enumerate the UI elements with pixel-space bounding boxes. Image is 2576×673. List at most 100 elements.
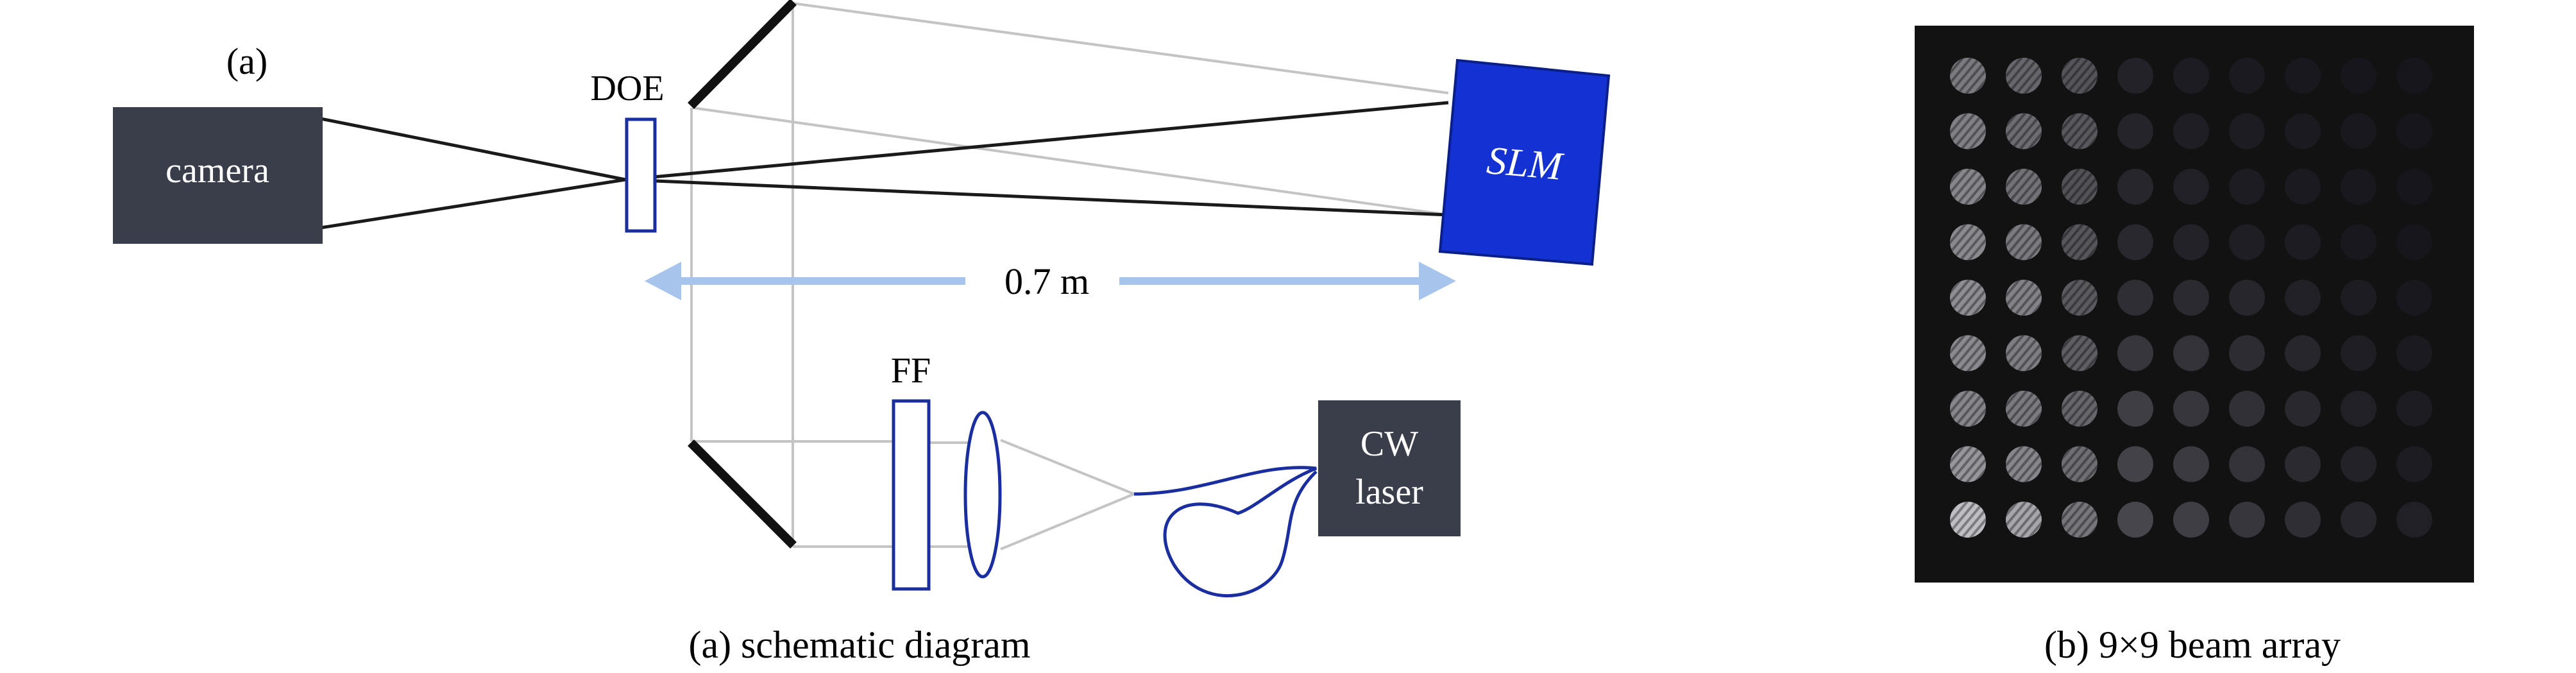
beam-spot-fringes <box>1950 502 1986 538</box>
beam-spot <box>2173 224 2209 260</box>
beam-spot-fringes <box>2006 58 2042 94</box>
beam-lens-to-focus-bottom <box>1000 493 1135 550</box>
beam-spot <box>2117 446 2153 482</box>
beam-spot-fringes <box>2062 391 2097 427</box>
distance-label: 0.7 m <box>1004 260 1089 302</box>
slm-box <box>1438 58 1611 266</box>
beam-spot-fringes <box>2062 502 2097 538</box>
distance-arrow-left-head <box>645 262 681 300</box>
beam-spot <box>2285 113 2321 149</box>
beam-spot <box>2229 169 2265 205</box>
beam-spot-fringes <box>1950 446 1986 482</box>
beam-spot <box>2117 169 2153 205</box>
beam-spot <box>2229 280 2265 316</box>
beam-spot <box>2117 335 2153 371</box>
beam-spot-fringes <box>1950 169 1986 205</box>
doe-label: DOE <box>590 69 664 108</box>
beam-lens-to-focus-top <box>1000 439 1135 495</box>
beam-spot <box>2341 113 2377 149</box>
beam-spot <box>2285 58 2321 94</box>
beam-spot <box>2229 224 2265 260</box>
beam-spot-fringes <box>2006 446 2042 482</box>
beam-spot <box>2396 169 2432 205</box>
ff-label: FF <box>891 351 931 391</box>
laser-label-line2: laser <box>1355 472 1423 512</box>
beam-spot <box>2285 391 2321 427</box>
beam-spot <box>2341 391 2377 427</box>
beam-spot <box>2341 224 2377 260</box>
beam-spot-fringes <box>1950 58 1986 94</box>
beam-spot <box>2341 502 2377 538</box>
beam-doe-to-slm-top <box>625 101 1449 182</box>
panel-a: (a) camera <box>113 0 1611 666</box>
beam-spot <box>2285 502 2321 538</box>
beam-spot-fringes <box>2062 446 2097 482</box>
beam-spot <box>2117 224 2153 260</box>
beam-spot-fringes <box>2062 280 2097 316</box>
beam-spot-fringes <box>2006 335 2042 371</box>
slm-label: SLM <box>1485 139 1566 189</box>
black-beam-paths <box>320 101 1449 230</box>
beam-spot <box>2229 391 2265 427</box>
beam-spot-fringes <box>2062 169 2097 205</box>
beam-spot <box>2117 502 2153 538</box>
beam-spot-fringes <box>1950 280 1986 316</box>
beam-spot <box>2285 169 2321 205</box>
panel-b-caption: (b) 9×9 beam array <box>2044 624 2341 666</box>
beam-spot-fringes <box>2006 169 2042 205</box>
beam-spot-fringes <box>2062 113 2097 149</box>
laser-box <box>1318 400 1461 536</box>
panel-a-caption: (a) schematic diagram <box>688 624 1030 666</box>
beam-spot-fringes <box>2062 224 2097 260</box>
beam-spot <box>2396 224 2432 260</box>
beam-spot-fringes <box>2006 502 2042 538</box>
beam-spot <box>2229 113 2265 149</box>
beam-spot <box>2396 446 2432 482</box>
beam-spot <box>2117 391 2153 427</box>
beam-spot <box>2173 335 2209 371</box>
beam-spot <box>2229 446 2265 482</box>
beam-spot <box>2117 113 2153 149</box>
beam-spot <box>2396 502 2432 538</box>
distance-arrow-right-head <box>1419 262 1456 300</box>
beam-spot-fringes <box>2006 113 2042 149</box>
beam-spot <box>2173 446 2209 482</box>
beam-spot <box>2341 58 2377 94</box>
top-mirror <box>688 0 797 109</box>
beam-spot <box>2285 335 2321 371</box>
camera-label: camera <box>165 151 269 191</box>
camera: camera <box>113 107 323 244</box>
beam-spot <box>2396 113 2432 149</box>
beam-spot <box>2173 113 2209 149</box>
beam-spot <box>2229 335 2265 371</box>
slm: SLM <box>1438 58 1611 266</box>
beam-spot <box>2341 446 2377 482</box>
beam-spot <box>2396 335 2432 371</box>
beam-spot <box>2173 169 2209 205</box>
beam-spot <box>2396 391 2432 427</box>
beam-spot-fringes <box>1950 335 1986 371</box>
beam-doe-to-slm-bottom <box>625 178 1449 217</box>
beam-spot <box>2173 391 2209 427</box>
beam-camera-bottom <box>320 178 626 230</box>
beam-spot <box>2229 502 2265 538</box>
beam-spot-fringes <box>1950 391 1986 427</box>
beam-spot-fringes <box>2062 58 2097 94</box>
beam-spot <box>2117 58 2153 94</box>
beam-spot <box>2396 58 2432 94</box>
beam-spot <box>2341 280 2377 316</box>
gray-beam-paths <box>690 2 1449 550</box>
beam-spots <box>1950 58 2432 538</box>
beam-spot <box>2396 280 2432 316</box>
camera-box <box>113 107 323 244</box>
beam-spot <box>2229 58 2265 94</box>
doe: DOE <box>590 69 665 233</box>
lens <box>963 411 1002 579</box>
panel-b: (b) 9×9 beam array <box>1915 26 2474 666</box>
beam-spot <box>2173 58 2209 94</box>
beam-spot <box>2173 502 2209 538</box>
beam-spot <box>2285 446 2321 482</box>
beam-spot <box>2117 280 2153 316</box>
